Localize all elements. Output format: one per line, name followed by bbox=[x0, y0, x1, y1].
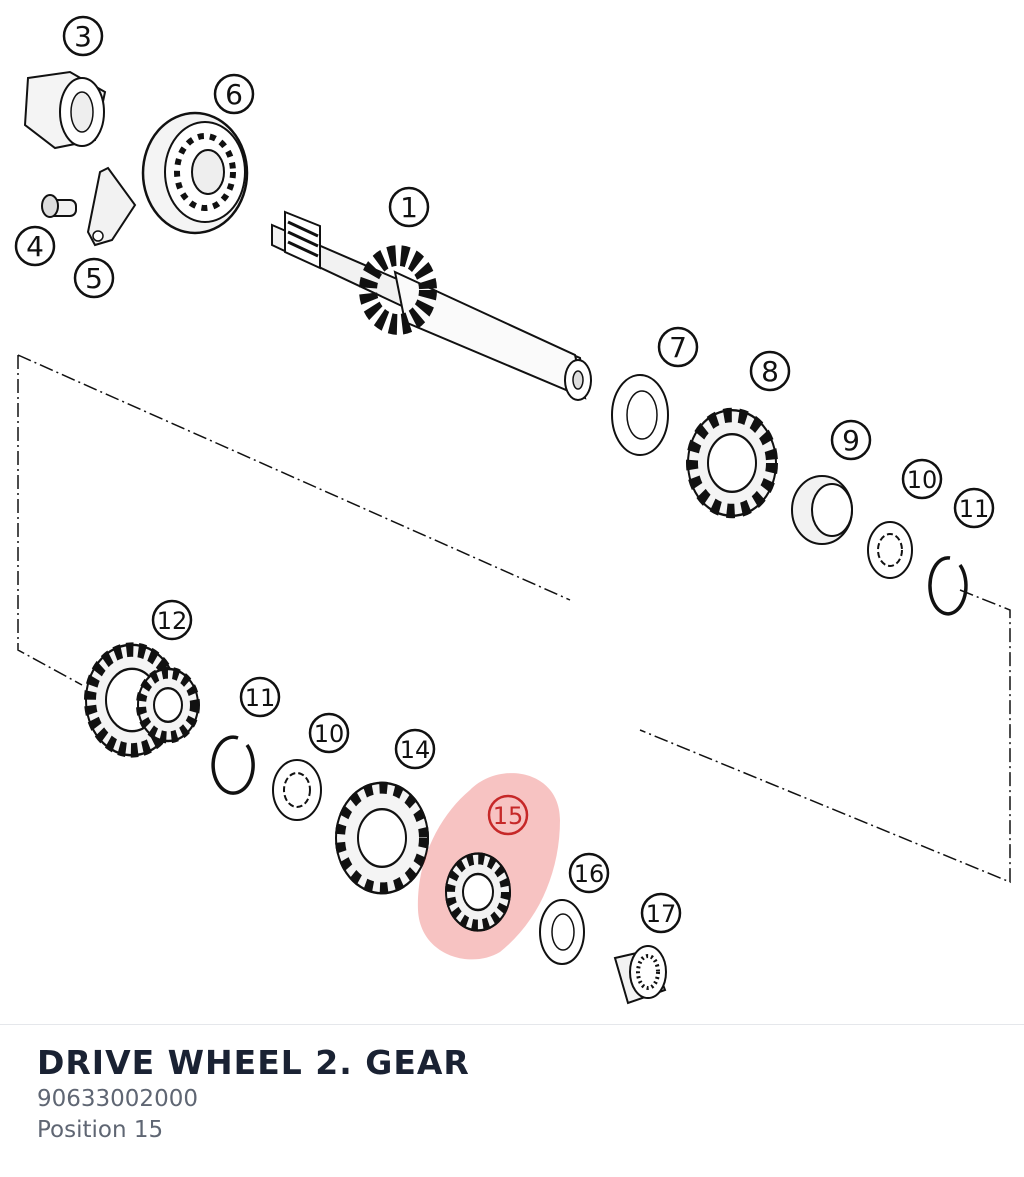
part-6-bearing[interactable] bbox=[141, 111, 249, 235]
assembly-boundary-line bbox=[17, 354, 1011, 884]
callout-12: 12 bbox=[151, 599, 193, 641]
svg-text:5: 5 bbox=[85, 262, 103, 295]
svg-text:11: 11 bbox=[245, 684, 276, 712]
svg-text:10: 10 bbox=[314, 720, 345, 748]
part-8-gear-wheel[interactable] bbox=[686, 407, 778, 519]
callout-1: 1 bbox=[388, 186, 430, 228]
callout-8: 8 bbox=[749, 350, 791, 392]
part-1-main-shaft[interactable] bbox=[271, 210, 592, 401]
svg-text:6: 6 bbox=[225, 78, 243, 111]
part-10-thrust-washer[interactable] bbox=[867, 521, 913, 579]
part-info-panel: DRIVE WHEEL 2. GEAR 90633002000 Position… bbox=[37, 1042, 987, 1146]
divider bbox=[0, 1024, 1024, 1025]
callout-9: 9 bbox=[830, 419, 872, 461]
part-7-washer[interactable] bbox=[611, 374, 669, 456]
part-3-bushing[interactable] bbox=[23, 70, 107, 150]
svg-text:12: 12 bbox=[157, 607, 188, 635]
callout-3: 3 bbox=[62, 15, 104, 57]
part-16-washer[interactable] bbox=[539, 899, 585, 965]
svg-text:7: 7 bbox=[669, 331, 687, 364]
svg-text:8: 8 bbox=[761, 355, 779, 388]
svg-text:3: 3 bbox=[74, 20, 92, 53]
part-12-double-gear[interactable] bbox=[84, 642, 200, 758]
callout-6: 6 bbox=[213, 73, 255, 115]
part-title: DRIVE WHEEL 2. GEAR bbox=[37, 1043, 470, 1082]
callout-17: 17 bbox=[640, 892, 682, 934]
part-4-pin[interactable] bbox=[41, 194, 77, 218]
exploded-parts-diagram: 3 6 1 4 5 7 8 9 10 11 12 11 10 14 15 16 … bbox=[14, 15, 1011, 1005]
callout-14: 14 bbox=[394, 728, 436, 770]
callout-10-lower: 10 bbox=[308, 712, 350, 754]
svg-text:15: 15 bbox=[493, 802, 524, 830]
part-11-circlip-2[interactable] bbox=[211, 735, 255, 795]
part-11-circlip[interactable] bbox=[928, 556, 968, 616]
svg-text:4: 4 bbox=[26, 230, 44, 263]
svg-text:10: 10 bbox=[907, 466, 938, 494]
part-14-gear-wheel[interactable] bbox=[335, 781, 429, 895]
callout-11: 11 bbox=[953, 487, 995, 529]
callout-5: 5 bbox=[73, 257, 115, 299]
part-9-bushing[interactable] bbox=[791, 475, 853, 545]
callout-11-lower: 11 bbox=[239, 676, 281, 718]
svg-text:1: 1 bbox=[400, 191, 418, 224]
part-10-thrust-washer-2[interactable] bbox=[272, 759, 322, 821]
part-15-drive-wheel-2-gear[interactable] bbox=[445, 852, 511, 932]
callout-7: 7 bbox=[657, 326, 699, 368]
callout-15: 15 bbox=[487, 794, 529, 836]
svg-text:16: 16 bbox=[574, 860, 605, 888]
part-17-needle-bearing[interactable] bbox=[613, 945, 667, 1005]
part-position: Position 15 bbox=[37, 1117, 164, 1143]
svg-text:11: 11 bbox=[959, 495, 990, 523]
svg-text:9: 9 bbox=[842, 424, 860, 457]
part-5-bracket[interactable] bbox=[86, 166, 137, 247]
svg-text:14: 14 bbox=[400, 736, 431, 764]
part-number: 90633002000 bbox=[37, 1086, 198, 1112]
callout-10: 10 bbox=[901, 458, 943, 500]
svg-text:17: 17 bbox=[646, 900, 677, 928]
callout-4: 4 bbox=[14, 225, 56, 267]
callout-16: 16 bbox=[568, 852, 610, 894]
